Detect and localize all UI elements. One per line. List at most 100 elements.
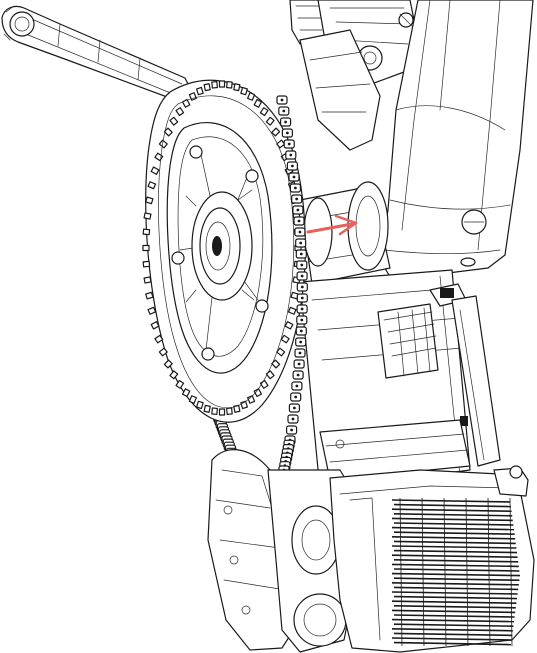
chainring-tooth: [218, 80, 226, 88]
cooling-fin: [391, 618, 515, 623]
chainring-tooth: [169, 116, 179, 126]
cooling-fin: [393, 595, 518, 600]
chain-pin: [297, 219, 301, 223]
chainring-tooth: [253, 98, 263, 108]
chainring-tooth: [143, 212, 152, 220]
cooling-fin: [393, 614, 515, 618]
chainring-tooth: [218, 408, 226, 416]
chainring-tooth: [150, 166, 160, 175]
mounting-bracket-icon: [299, 181, 501, 491]
cooling-fin: [391, 536, 516, 540]
cooling-fin: [391, 563, 519, 568]
chainring-tooth: [253, 388, 263, 398]
chainring-tooth: [276, 347, 286, 357]
cooling-fin: [393, 522, 514, 526]
chain-pin: [296, 373, 300, 377]
motor-cooling-fins-icon: [391, 497, 521, 647]
chain-pin: [299, 252, 303, 256]
chain-pin: [299, 241, 303, 245]
chainring-tooth: [142, 260, 151, 268]
cooling-fin: [393, 623, 514, 627]
cooling-fin: [393, 577, 520, 581]
cooling-fin: [393, 531, 515, 535]
cooling-fin: [391, 526, 515, 531]
fin-rib: [399, 497, 403, 647]
chain-pin: [282, 109, 286, 113]
cooling-fin: [393, 605, 516, 609]
chainring-tooth: [188, 395, 197, 404]
chainring-tooth: [163, 127, 173, 137]
chain-pin: [296, 208, 300, 212]
chainring-tooth: [271, 127, 281, 137]
cooling-fin: [391, 572, 521, 577]
chainring-tooth: [211, 407, 218, 416]
chain-pin: [300, 263, 304, 267]
chainring-tooth: [147, 181, 157, 190]
cooling-fin: [391, 609, 516, 614]
chainring-tooth: [169, 370, 179, 380]
chainring-tooth: [287, 306, 297, 315]
chain-pin: [300, 285, 304, 289]
chain-pin: [294, 186, 297, 190]
chain-pin: [295, 384, 299, 388]
chain-pin: [292, 175, 296, 179]
cooling-fin: [393, 503, 512, 508]
chainring-tooth: [240, 400, 248, 410]
chain-pin: [298, 351, 302, 355]
chain-pin: [293, 406, 296, 410]
cooling-fin: [391, 628, 513, 632]
fin-rib: [421, 497, 425, 647]
chainring-tooth: [226, 80, 233, 89]
chainring-tooth: [147, 306, 157, 315]
chainring-tooth: [280, 334, 290, 344]
chainring-icon: [142, 79, 306, 423]
chain-pin: [295, 197, 299, 201]
chainring-tooth: [145, 291, 154, 300]
chainring-tooth: [247, 92, 256, 101]
cooling-fin: [391, 517, 513, 522]
chainring-tooth: [284, 321, 294, 330]
chain-pin: [290, 428, 293, 432]
chain-pin: [291, 164, 294, 168]
chain-pin: [287, 142, 291, 146]
chainring-tooth: [142, 228, 151, 236]
cooling-fin: [391, 637, 512, 641]
cooling-fin: [391, 600, 517, 604]
chainring-tooth: [203, 404, 211, 413]
cooling-fin: [393, 559, 519, 563]
fin-rib: [509, 497, 513, 647]
chainring-tooth: [247, 395, 256, 404]
cooling-fin: [391, 554, 518, 558]
chain-pin: [299, 329, 303, 333]
chain-pin: [300, 274, 304, 278]
fin-rib: [465, 497, 469, 647]
cooling-fin: [391, 499, 511, 503]
chain-pin: [286, 131, 289, 135]
chain-lower-icon: [272, 95, 308, 505]
frame-downtube-icon: [289, 0, 534, 281]
cooling-fin: [393, 513, 513, 517]
chainring-tooth: [203, 83, 211, 92]
chain-pin: [300, 318, 304, 322]
assembly-arrow-icon: [306, 214, 358, 236]
chain-pin: [280, 98, 284, 102]
chainring-tooth: [145, 196, 154, 205]
chainring-tooth: [175, 107, 185, 117]
cooling-fin: [393, 540, 516, 545]
chain-pin: [298, 230, 302, 234]
chainring-tooth: [142, 244, 150, 252]
chainring-tooth: [233, 83, 241, 92]
chainring-tooth: [150, 321, 160, 330]
chainring-tooth: [265, 116, 275, 126]
chain-pin: [284, 120, 287, 124]
cooling-fin: [391, 545, 517, 549]
chain-pin: [297, 362, 301, 366]
chainring-tooth: [175, 379, 185, 389]
cooling-fin: [393, 549, 518, 554]
cooling-fin: [393, 632, 513, 637]
chainring-tooth: [196, 400, 204, 410]
cooling-fin: [391, 582, 519, 586]
chain-pin: [300, 296, 304, 300]
